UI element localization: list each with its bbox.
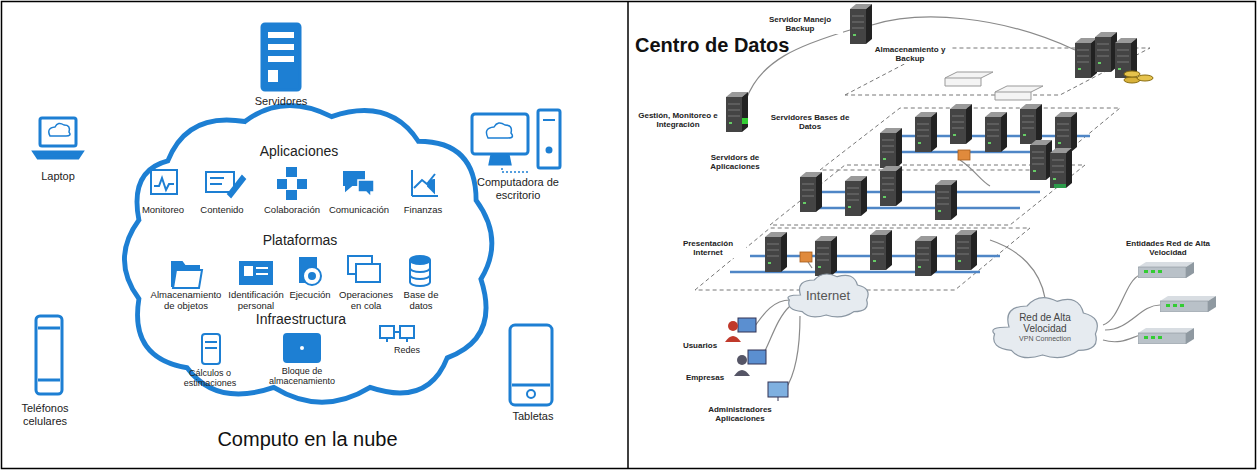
item-label: Administradores Aplicaciones [685,404,795,424]
cloud-text-box: Internet [782,270,874,320]
item-label: Gestión, Monitoreo e Integración [636,110,720,130]
item-label: Redes [387,345,427,355]
item-label: Servidores [221,95,341,108]
item-label: Cálculos o estimaciones [174,368,246,389]
cloud-label: Internet [806,288,850,303]
item-label: Finanzas [395,205,451,216]
item-label: Ejecución [284,290,336,301]
item-label: Servidors de Aplicaciones [693,152,777,172]
item-label: Computadora de escritorio [468,176,568,201]
item-label: Servidores Bases de Datos [768,112,852,132]
item-label: Bloque de almacenamiento [264,366,340,387]
item-label: Presentación Internet [670,238,746,258]
item-label: Tabletas [493,410,573,423]
item-label: Servidor Manejo Backup [757,14,843,34]
cloud-label: Red de Alta Velocidad [1009,312,1081,334]
item-label: Comunicación [323,205,395,216]
item-label: Colaboración [257,205,327,216]
cloud-text-box: Red de Alta VelocidadVPN Connection [985,292,1105,362]
item-label: Almacenamiento de objetos [145,290,227,312]
item-label: Teléfonos celulares [6,402,84,427]
item-label: Contenido [192,205,252,216]
item-label: Entidades Red de Alta Velocidad [1110,238,1226,258]
internet-cloud: Internet [782,270,874,320]
cloud-sublabel: VPN Connection [1019,335,1071,342]
network-cloud: Red de Alta VelocidadVPN Connection [985,292,1105,362]
item-label: Base de datos [399,290,443,312]
item-label: Identificación personal [222,290,290,312]
cloud-caption: Computo en la nube [110,428,505,451]
item-label: Almacenamiento y Backup [870,44,950,64]
layer-heading: Aplicaciones [229,143,369,159]
panel-title: Centro de Datos [635,34,805,57]
item-label: Monitoreo [128,205,198,216]
item-label: Operaciones en cola [336,290,396,312]
item-label: Usuarios [675,340,725,351]
item-label: Empresas [680,372,730,383]
layer-heading: Plataformas [230,232,370,248]
layer-heading: Infraestructura [231,311,371,327]
item-label: Laptop [18,170,98,183]
